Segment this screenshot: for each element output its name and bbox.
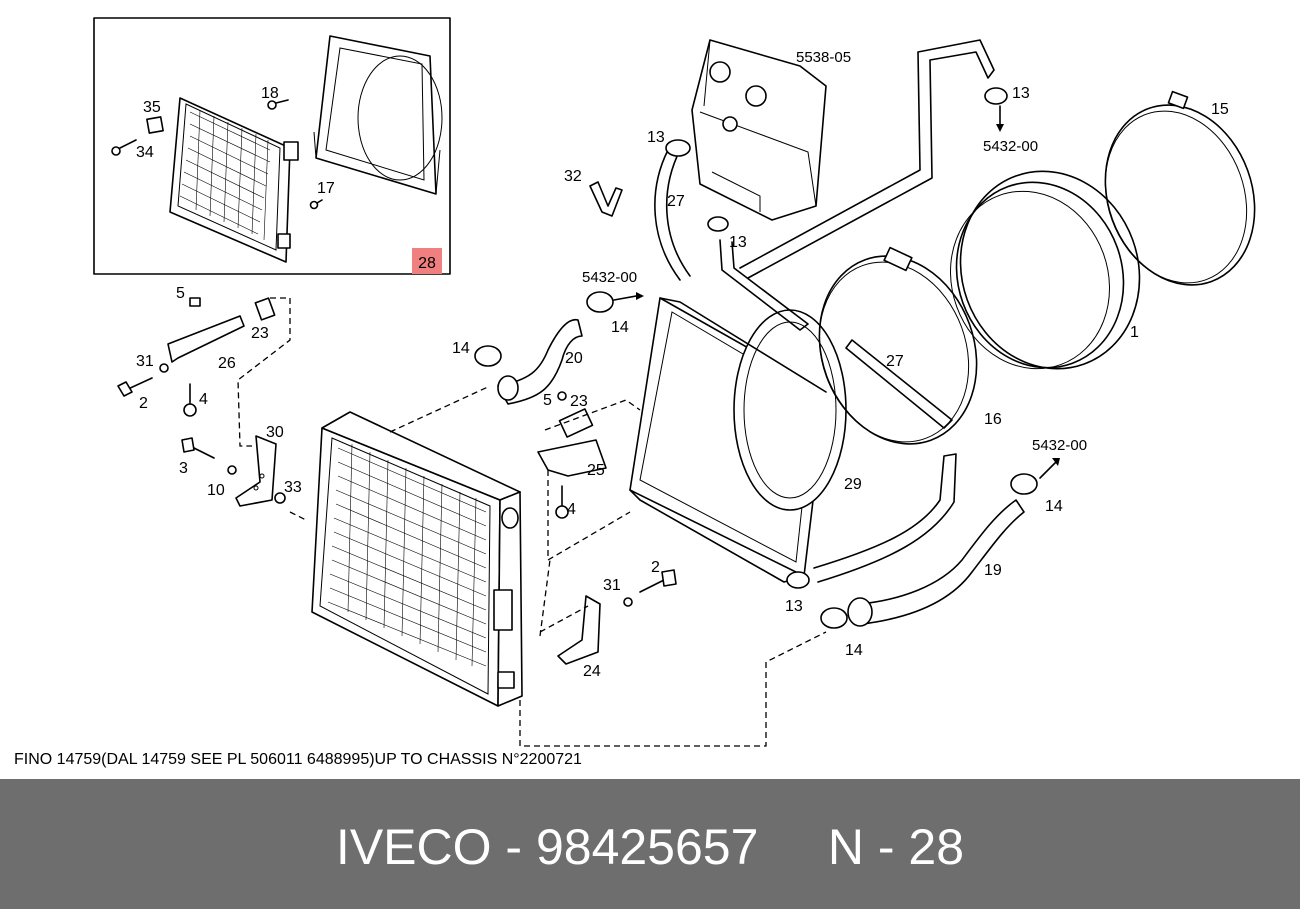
callout-23b: 23	[570, 393, 588, 410]
callout-2a: 2	[139, 395, 148, 412]
highlight-badge[interactable]	[412, 248, 442, 274]
callout-14d: 14	[845, 642, 863, 659]
callout-13a: 13	[647, 129, 665, 146]
callout-27b: 27	[886, 353, 904, 370]
expansion-tank	[691, 39, 827, 221]
callout-13b: 13	[729, 234, 747, 251]
ref-code-right: 5432-00	[1032, 437, 1087, 454]
callout-24: 24	[583, 663, 601, 680]
bracket-24	[557, 569, 677, 665]
callout-31a: 31	[136, 353, 154, 370]
ref-code-tank: 5538-05	[796, 49, 851, 66]
clamp-16	[818, 246, 978, 445]
hose-27-mid	[845, 339, 953, 429]
highlight-label: 28	[418, 255, 436, 272]
brand-name: IVECO	[335, 819, 492, 875]
bracket-30	[235, 435, 286, 507]
callout-14c: 14	[1045, 498, 1063, 515]
chassis-note: FINO 14759(DAL 14759 SEE PL 506011 64889…	[14, 751, 582, 768]
radiator-core	[311, 411, 523, 707]
callout-19: 19	[984, 562, 1002, 579]
callout-33: 33	[284, 479, 302, 496]
ref-arrows	[613, 105, 1060, 479]
callout-15: 15	[1211, 101, 1229, 118]
callout-3: 3	[179, 460, 188, 477]
inset-frame	[93, 17, 451, 275]
part-banner-text: IVECO - 98425657 N - 28	[0, 818, 1300, 876]
callout-16: 16	[984, 411, 1002, 428]
hose-clamps	[474, 87, 1038, 629]
clamp-15	[1104, 90, 1256, 286]
ring-1	[950, 170, 1141, 370]
callout-26: 26	[218, 355, 236, 372]
callout-30: 30	[266, 424, 284, 441]
callout-35: 35	[143, 99, 161, 116]
part-banner	[0, 779, 1300, 909]
bracket-26	[167, 297, 276, 363]
banner-separator: -	[491, 819, 536, 875]
callout-4a: 4	[199, 391, 208, 408]
callout-32: 32	[564, 168, 582, 185]
hose-lower	[813, 453, 957, 583]
callout-17: 17	[317, 180, 335, 197]
hose-long-top	[719, 39, 995, 331]
callout-34: 34	[136, 144, 154, 161]
bolts-left	[117, 363, 237, 475]
callout-1: 1	[1130, 324, 1139, 341]
callout-18: 18	[261, 85, 279, 102]
callout-23a: 23	[251, 325, 269, 342]
inset-shroud	[313, 35, 443, 195]
callout-4b: 4	[567, 501, 576, 518]
inset-radiator	[169, 97, 299, 263]
fan-shroud	[629, 297, 847, 583]
inset-bolts	[111, 99, 323, 210]
callout-5b: 5	[543, 392, 552, 409]
callout-29: 29	[844, 476, 862, 493]
callout-27a: 27	[667, 193, 685, 210]
callout-20: 20	[565, 350, 583, 367]
part-number: 98425657	[535, 819, 759, 875]
bracket-32	[589, 181, 623, 217]
hose-27-top	[654, 149, 691, 281]
hose-19	[847, 499, 1025, 627]
callout-31b: 31	[603, 577, 621, 594]
callout-10: 10	[207, 482, 225, 499]
diagram-ref: N - 28	[827, 819, 965, 875]
callout-13c: 13	[1012, 85, 1030, 102]
bracket-25	[537, 391, 607, 519]
callout-14a: 14	[452, 340, 470, 357]
dashed-leaders	[237, 297, 827, 747]
callout-25: 25	[587, 462, 605, 479]
banner-gap	[758, 819, 827, 875]
callout-2b: 2	[651, 559, 660, 576]
ref-code-top: 5432-00	[983, 138, 1038, 155]
callout-5a: 5	[176, 285, 185, 302]
callout-14b: 14	[611, 319, 629, 336]
callout-13d: 13	[785, 598, 803, 615]
hose-20	[497, 318, 583, 405]
ref-code-mid: 5432-00	[582, 269, 637, 286]
